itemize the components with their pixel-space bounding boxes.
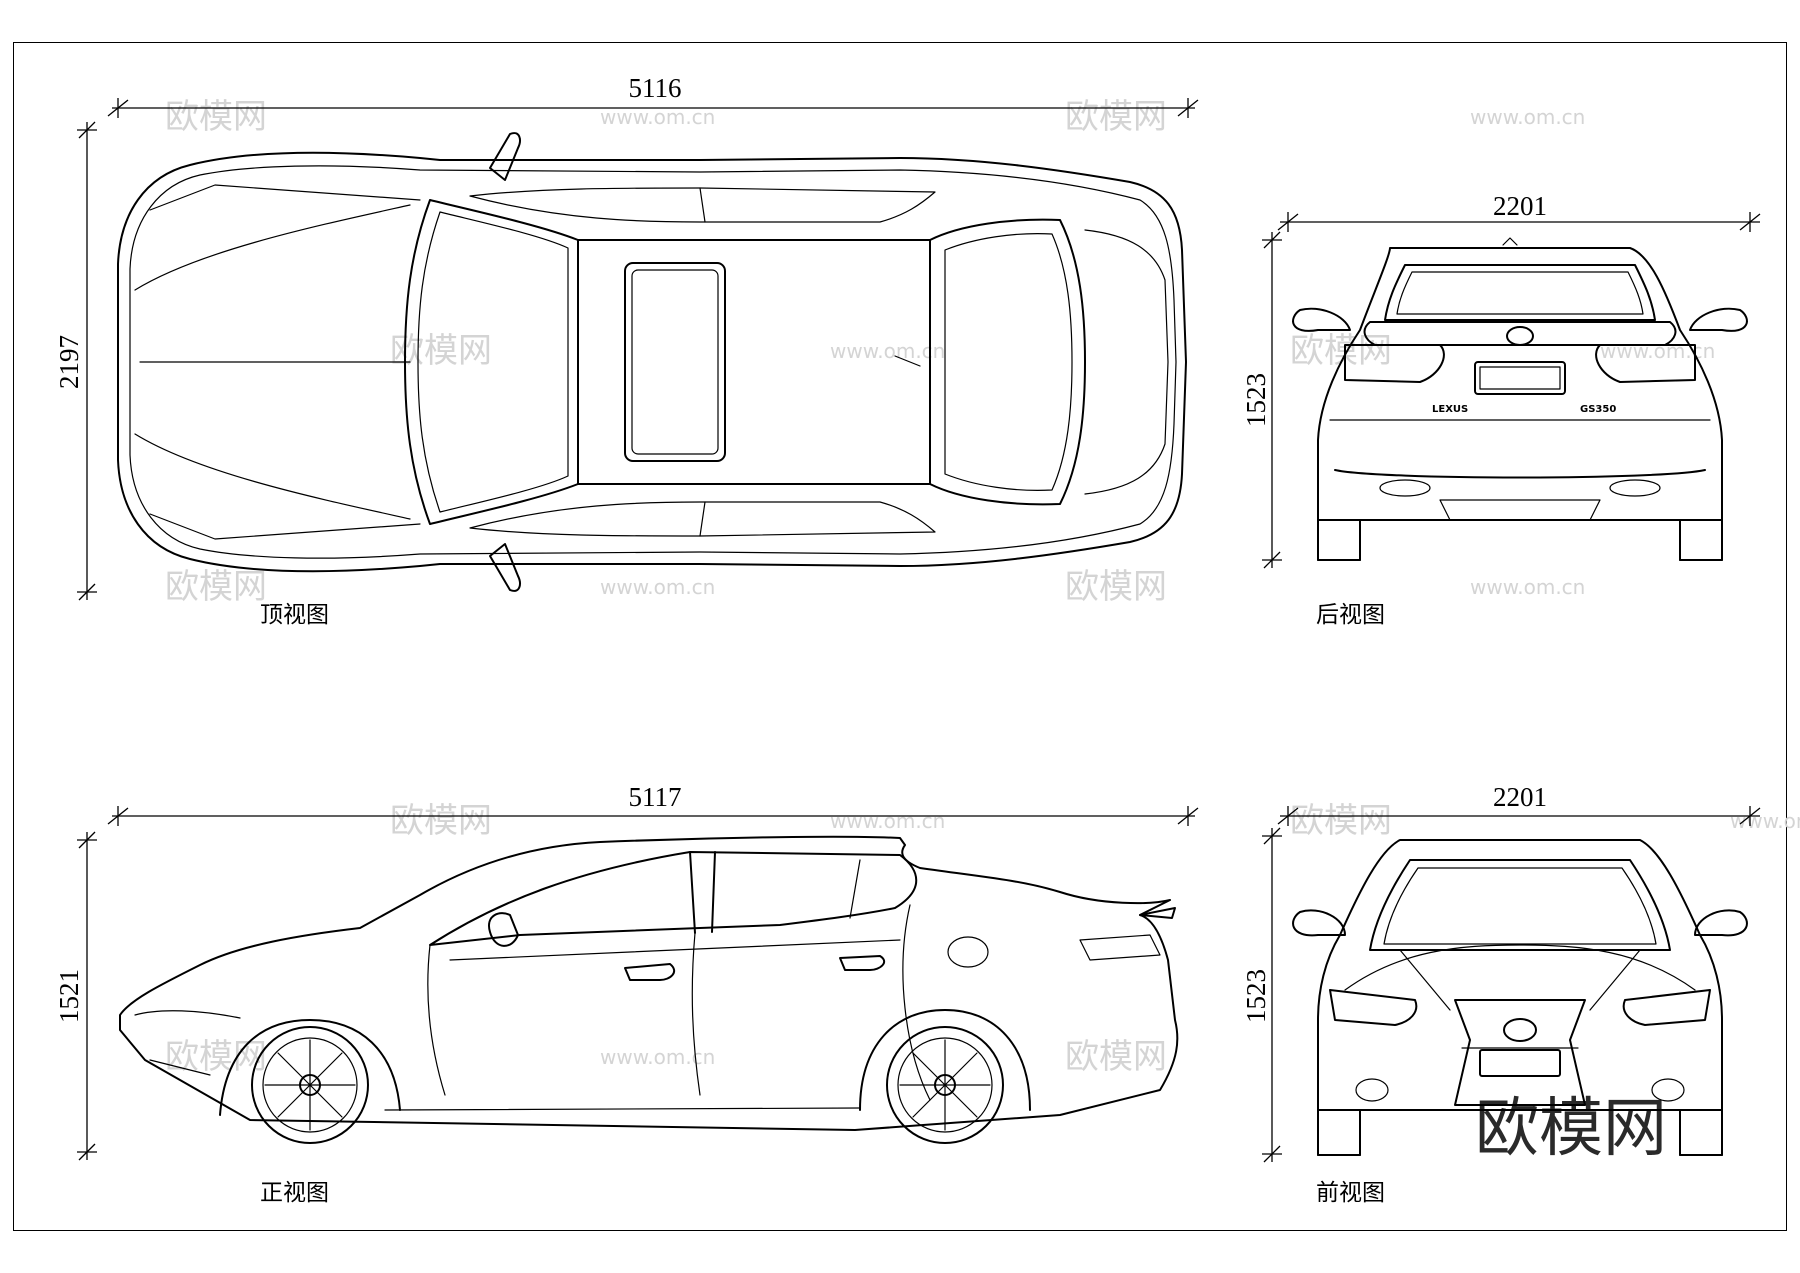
watermark-brand: 欧模网 bbox=[1290, 801, 1392, 841]
watermark-url: www.om.cn bbox=[1730, 809, 1800, 833]
watermark-brand: 欧模网 bbox=[165, 97, 267, 137]
watermark-url: www.om.cn bbox=[600, 105, 715, 129]
watermark-url: www.om.cn bbox=[830, 339, 945, 363]
top-view-caption: 顶视图 bbox=[260, 602, 329, 628]
rear-badge-lexus: LEXUS bbox=[1432, 404, 1468, 415]
dimension-lines: 5116 2197 2201 1523 5117 1521 2201 bbox=[54, 73, 1761, 1163]
watermark-brand: 欧模网 bbox=[165, 1037, 267, 1077]
rear-width-label: 2201 bbox=[1493, 191, 1547, 221]
rear-view-caption: 后视图 bbox=[1316, 602, 1385, 628]
top-width-label: 2197 bbox=[54, 335, 84, 389]
watermark-url: www.om.cn bbox=[830, 809, 945, 833]
watermark-logo: 欧模网 bbox=[1475, 1092, 1667, 1166]
watermark-url: www.om.cn bbox=[1470, 105, 1585, 129]
watermark-url: www.om.cn bbox=[600, 1045, 715, 1069]
car-side-view bbox=[119, 835, 1179, 1144]
watermark-brand: 欧模网 bbox=[1290, 331, 1392, 371]
car-rear-view: LEXUS GS350 bbox=[1292, 237, 1748, 561]
watermark-brand: 欧模网 bbox=[390, 331, 492, 371]
side-height-label: 1521 bbox=[54, 969, 84, 1023]
rear-badge-model: GS350 bbox=[1580, 404, 1616, 415]
watermark-brand: 欧模网 bbox=[1065, 1037, 1167, 1077]
watermark-brand: 欧模网 bbox=[1065, 97, 1167, 137]
watermark-brand: 欧模网 bbox=[390, 801, 492, 841]
rear-wheel bbox=[886, 1026, 1004, 1144]
drawing-frame bbox=[13, 42, 1787, 1231]
watermark-url: www.om.cn bbox=[1600, 339, 1715, 363]
top-length-label: 5116 bbox=[629, 73, 682, 103]
front-wheel bbox=[251, 1026, 369, 1144]
car-front-view bbox=[1292, 839, 1748, 1156]
rear-height-label: 1523 bbox=[1241, 373, 1271, 427]
car-top-view bbox=[117, 132, 1187, 592]
watermark-brand: 欧模网 bbox=[1065, 567, 1167, 607]
front-width-label: 2201 bbox=[1493, 782, 1547, 812]
front-height-label: 1523 bbox=[1241, 969, 1271, 1023]
front-view-caption: 前视图 bbox=[1316, 1180, 1385, 1206]
side-view-caption: 正视图 bbox=[260, 1180, 329, 1206]
watermark-url: www.om.cn bbox=[1470, 575, 1585, 599]
watermark-url: www.om.cn bbox=[600, 575, 715, 599]
watermark-layer: 欧模网 www.om.cn 欧模网 www.om.cn 欧模网 www.om.c… bbox=[165, 97, 1800, 1166]
watermark-brand: 欧模网 bbox=[165, 567, 267, 607]
side-length-label: 5117 bbox=[629, 782, 682, 812]
